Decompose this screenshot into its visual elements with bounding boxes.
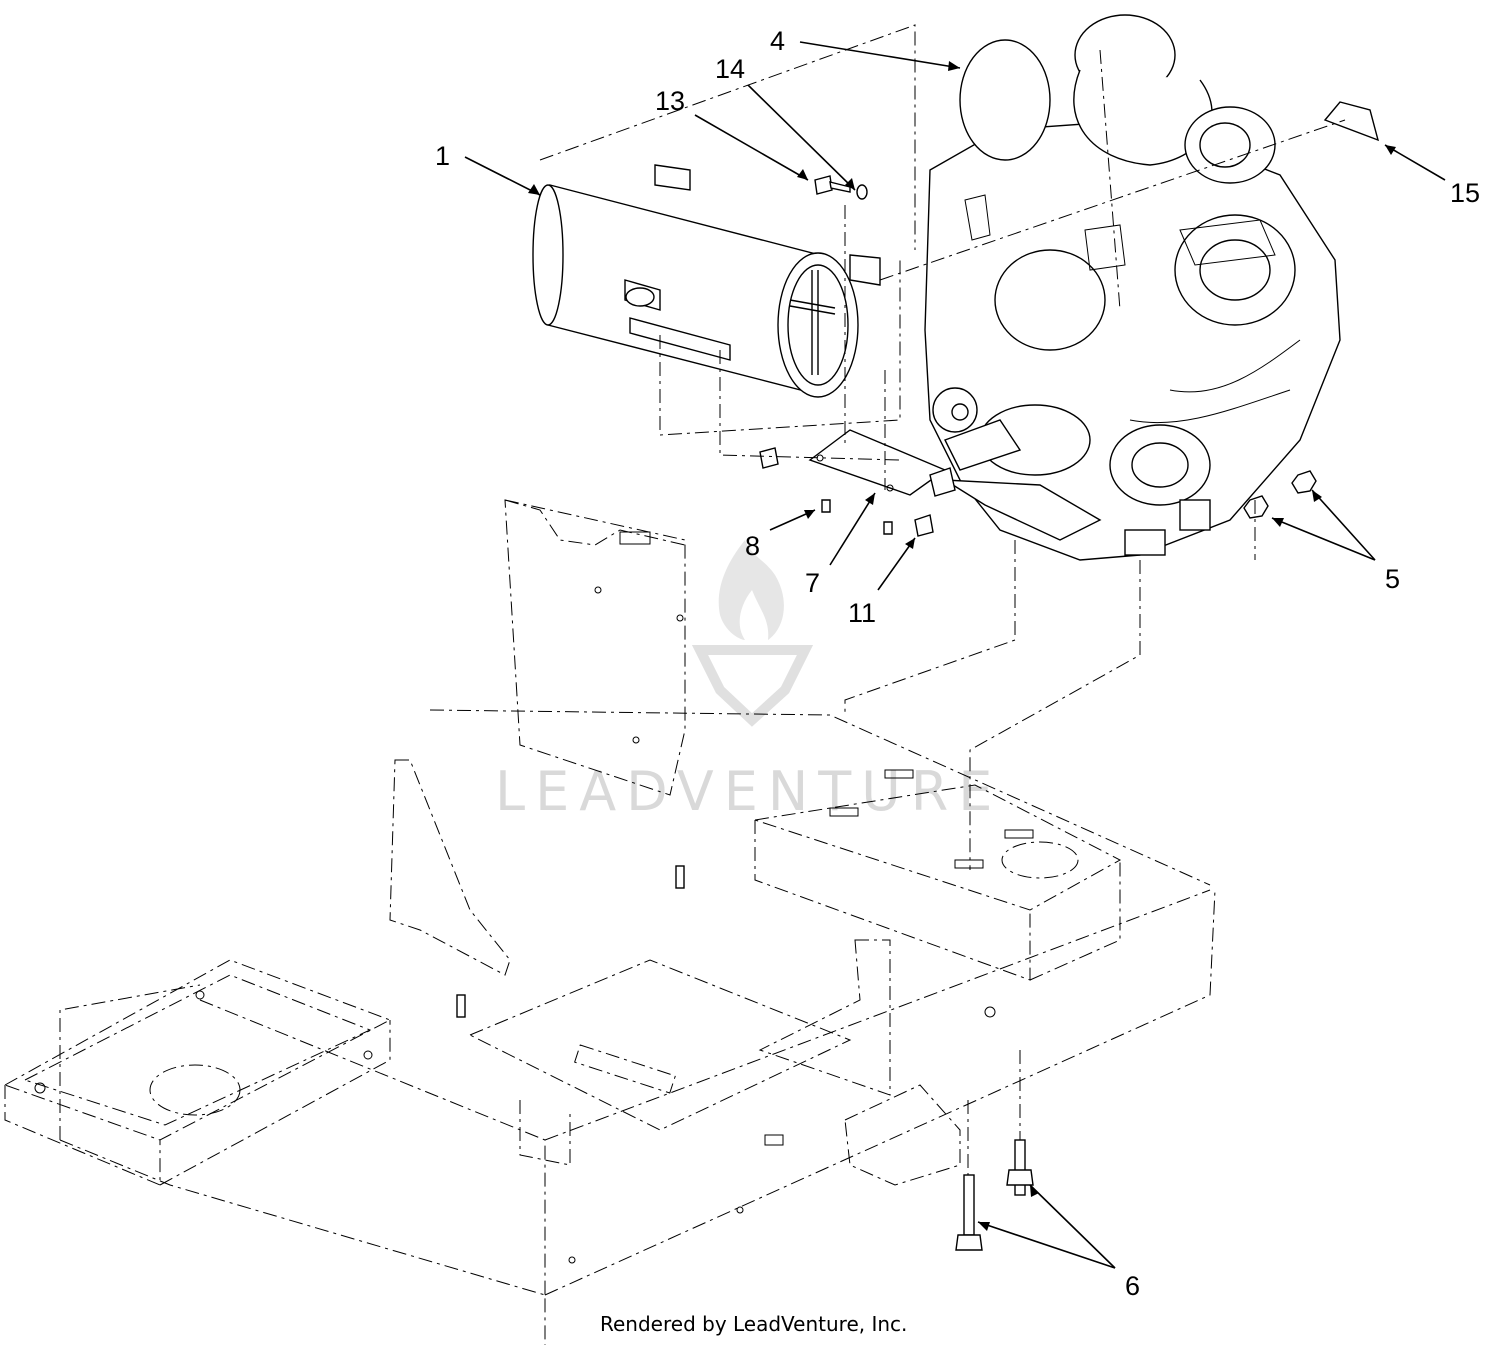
callout-5: 5 xyxy=(1385,564,1400,594)
watermark: LEADVENTURE xyxy=(495,540,1002,823)
callout-15: 15 xyxy=(1450,178,1480,208)
callout-8: 8 xyxy=(745,531,760,561)
callout-1: 1 xyxy=(435,141,450,171)
muffler xyxy=(532,164,881,398)
callout-leaders xyxy=(464,41,1446,1269)
watermark-text: LEADVENTURE xyxy=(495,760,1002,823)
muffler-bracket xyxy=(808,429,956,497)
render-credit: Rendered by LeadVenture, Inc. xyxy=(600,1312,908,1336)
chassis-frame xyxy=(3,499,1216,1345)
hardware xyxy=(759,101,1380,1251)
callout-4: 4 xyxy=(770,26,785,56)
callout-14: 14 xyxy=(715,54,745,84)
engine-assembly xyxy=(924,14,1341,561)
callout-11: 11 xyxy=(848,598,876,628)
watermark-logo xyxy=(691,540,814,727)
callout-7: 7 xyxy=(805,568,820,598)
callout-13: 13 xyxy=(655,86,685,116)
callout-6: 6 xyxy=(1125,1271,1140,1301)
callout-labels: 1 4 5 6 7 8 11 13 14 15 xyxy=(435,26,1480,1301)
assembly-lines xyxy=(539,24,1346,1175)
